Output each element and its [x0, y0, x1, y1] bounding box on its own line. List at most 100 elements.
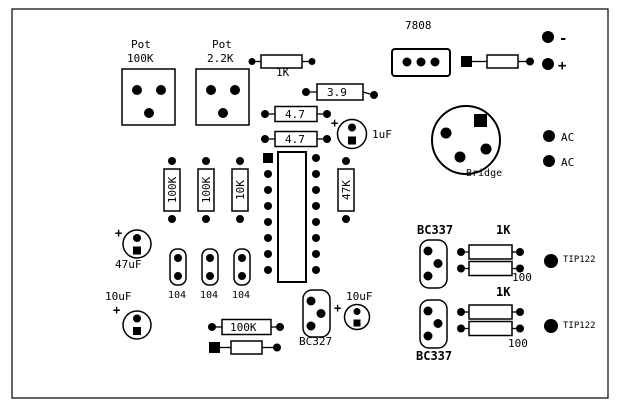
round-pad	[168, 215, 176, 223]
resistor-1k-b: 1K	[457, 285, 524, 320]
transistor-bc327: BC327	[299, 289, 332, 348]
cap-label: 47uF	[115, 258, 142, 271]
regulator-pad	[430, 57, 440, 67]
bridge-body	[431, 105, 501, 175]
bridge-pad	[454, 151, 466, 163]
cap-label: 104	[200, 290, 218, 301]
ic-body	[277, 151, 307, 283]
terminal-pad	[543, 130, 555, 142]
resistor-3.9: 3.9	[302, 83, 378, 101]
cap-square-pad	[353, 319, 361, 327]
round-pad	[370, 91, 378, 99]
transistor-pad	[433, 259, 443, 268]
cap-104-2: 104	[200, 248, 219, 301]
ic-pin	[312, 170, 320, 178]
terminal-label: AC	[561, 131, 574, 144]
round-pad	[273, 343, 281, 352]
pot-pad	[156, 85, 166, 95]
round-pad	[236, 215, 244, 223]
regulator-pad	[416, 57, 426, 67]
pot-pad	[206, 85, 216, 95]
pot-pad	[218, 108, 228, 118]
round-pad	[342, 215, 350, 223]
round-pad	[457, 248, 465, 256]
cap-label: 1uF	[372, 128, 392, 141]
resistor-label: 100K	[166, 176, 179, 203]
diode-body	[230, 340, 263, 355]
resistor-100k-h: 100K	[208, 318, 284, 336]
cap-label: 104	[168, 290, 186, 301]
resistor-4.7-a: 4.7	[261, 105, 331, 123]
cap-1uf: + 1uF	[331, 116, 392, 150]
diode-body	[486, 54, 519, 69]
cap-body	[336, 118, 368, 150]
resistor-label: 100K	[230, 321, 257, 334]
resistor-label: 4.7	[285, 108, 305, 121]
transistor-body	[419, 299, 448, 349]
ic-pin	[264, 250, 272, 258]
supply-diode	[461, 54, 534, 69]
round-pad	[261, 135, 269, 143]
pot-name: Pot	[131, 38, 151, 51]
ic-pin	[312, 234, 320, 242]
resistor-100k-v1: 100K	[163, 157, 181, 223]
cap-body	[343, 303, 371, 331]
square-pad	[461, 56, 472, 67]
terminal-label: AC	[561, 156, 574, 169]
transistor-label: BC337	[417, 223, 453, 237]
resistor-body	[197, 168, 215, 212]
cap-pad	[353, 308, 361, 315]
round-pad	[202, 157, 210, 165]
bridge-rectifier: Bridge	[431, 105, 502, 179]
resistor-label: 100	[512, 271, 532, 284]
ic-pin	[312, 154, 320, 162]
terminal-label: TIP122	[563, 255, 596, 265]
ic-dip16	[263, 151, 320, 283]
bridge-pad	[480, 143, 492, 155]
lead	[362, 91, 371, 95]
round-pad	[516, 308, 524, 316]
cap-pad	[206, 272, 214, 280]
cap-pad	[174, 272, 182, 280]
terminal-pad	[542, 31, 554, 43]
resistor-label: 47K	[340, 180, 353, 200]
bridge-pad	[440, 127, 452, 139]
ic-pin	[264, 186, 272, 194]
cap-47uf: + 47uF	[115, 226, 152, 271]
ic-pin	[312, 266, 320, 274]
round-pad	[457, 308, 465, 316]
ic-pin	[264, 266, 272, 274]
polarity-plus: +	[331, 116, 338, 130]
terminal-minus: -	[542, 31, 567, 47]
terminal-pad	[543, 155, 555, 167]
transistor-pad	[433, 319, 443, 328]
resistor-label: 100K	[200, 176, 213, 203]
round-pad	[323, 110, 331, 118]
cap-body	[122, 310, 152, 340]
regulator-label: 7808	[405, 19, 432, 32]
cap-10uf-left: 10uF +	[105, 290, 152, 340]
regulator-7808: 7808	[391, 19, 451, 77]
resistor-body	[337, 168, 355, 212]
ic-pin	[264, 170, 272, 178]
cap-pad	[133, 314, 141, 323]
terminal-label: TIP122	[563, 321, 596, 331]
regulator-pad	[402, 57, 412, 67]
resistor-body	[468, 260, 513, 277]
round-pad	[302, 88, 310, 96]
round-pad	[323, 135, 331, 143]
terminal-tip122-b: TIP122	[544, 319, 596, 333]
resistor-label: 100	[508, 337, 528, 350]
pot-value: 100K	[127, 52, 154, 65]
resistor-label: 1K	[496, 285, 511, 299]
polarity-plus: +	[334, 301, 341, 315]
ic-pin	[264, 234, 272, 242]
resistor-label: 1K	[496, 223, 511, 237]
resistor-body	[468, 320, 513, 337]
ic-pin	[312, 250, 320, 258]
round-pad	[308, 58, 316, 65]
resistor-body	[468, 304, 513, 320]
terminal-label: +	[558, 58, 566, 74]
